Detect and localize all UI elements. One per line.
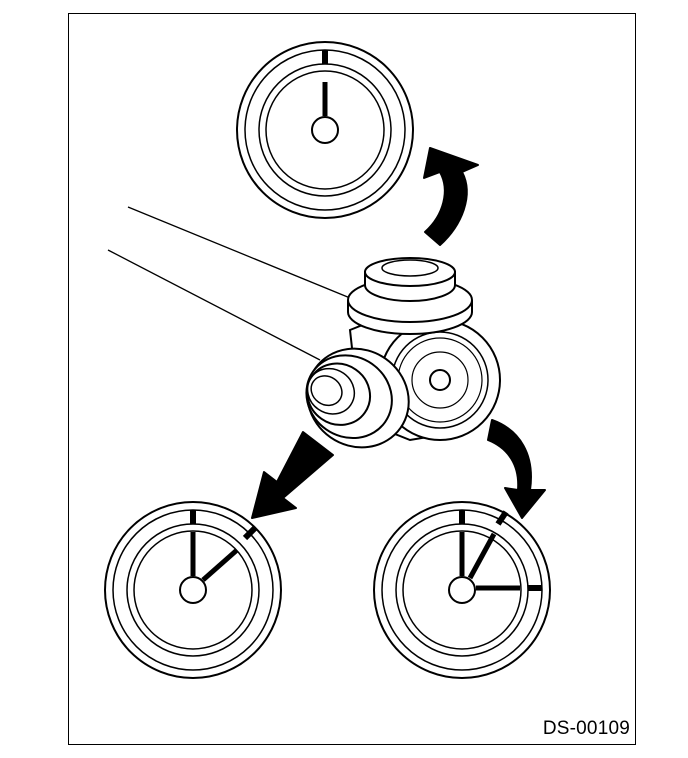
- figure-id-label: DS-00109: [542, 718, 630, 739]
- direction-arrow-left-icon: [251, 431, 334, 519]
- leader-line-upper: [127, 206, 356, 301]
- rotation-arrow-right-icon: [487, 419, 546, 519]
- bottom-left-gauge-dial-icon: [104, 501, 282, 679]
- top-gauge-dial-icon: [236, 41, 414, 219]
- leader-line-lower: [107, 249, 321, 361]
- tripod-joint-icon: [305, 257, 501, 449]
- rotation-arrow-top-icon: [423, 147, 479, 246]
- bottom-right-gauge-dial-icon: [373, 501, 551, 679]
